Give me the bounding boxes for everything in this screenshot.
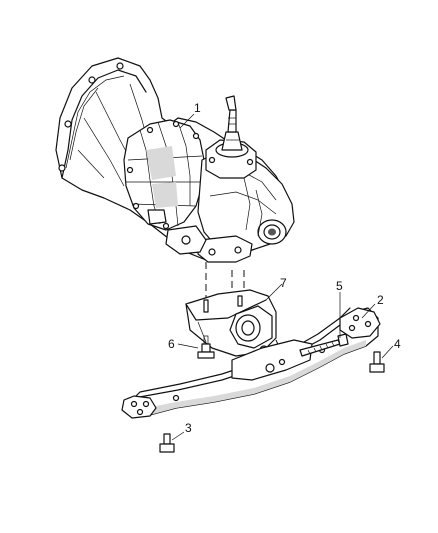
callout-6: 6 — [168, 337, 175, 351]
callout-7: 7 — [280, 276, 287, 290]
bolt-6 — [197, 335, 215, 359]
callout-3: 3 — [185, 421, 192, 435]
bolt-3 — [159, 433, 175, 453]
callout-2: 2 — [377, 293, 384, 307]
leader-lines — [171, 113, 394, 441]
callout-5: 5 — [336, 279, 343, 293]
callout-labels: 1 2 3 4 5 6 7 — [168, 101, 401, 435]
callout-1: 1 — [194, 101, 201, 115]
bolt-4 — [369, 351, 385, 373]
long-bolt — [299, 333, 349, 357]
transmission-assembly — [55, 57, 295, 263]
callout-4: 4 — [394, 337, 401, 351]
transmission-crossmember — [121, 307, 381, 419]
